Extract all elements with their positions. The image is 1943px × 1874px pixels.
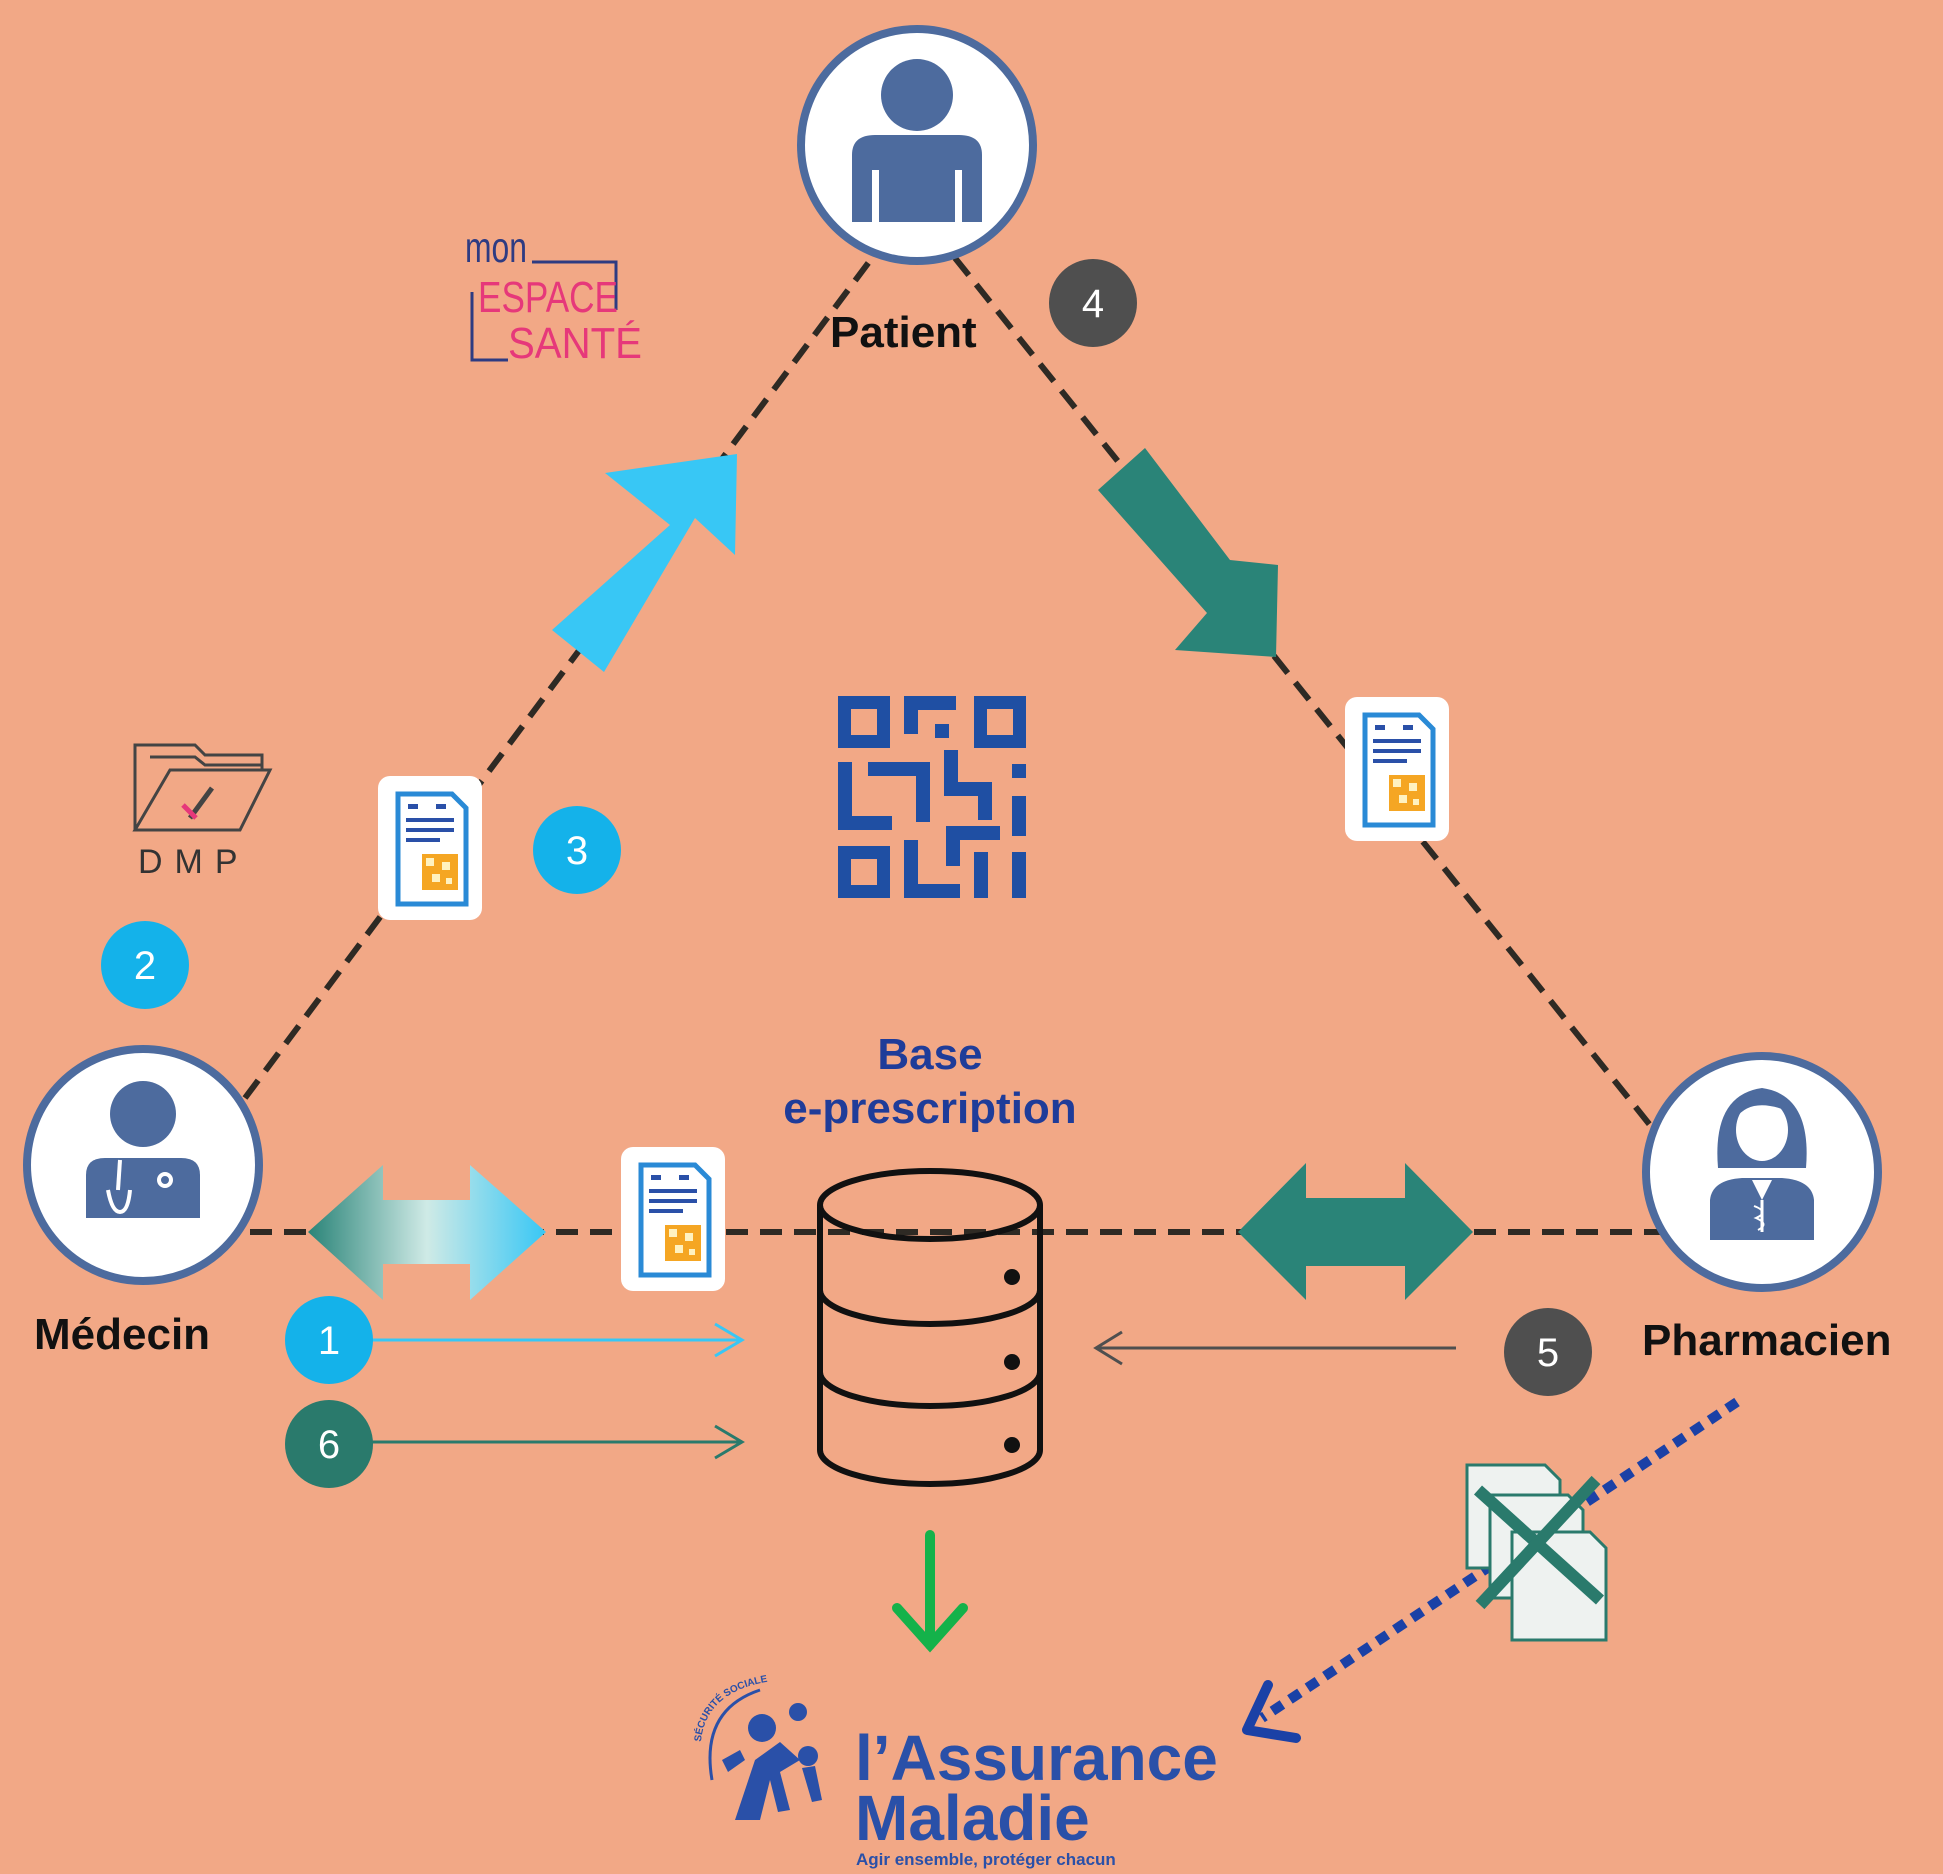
securite-sociale-text: SÉCURITÉ SOCIALE [692,1674,768,1743]
dotted-arrow-pharmacien-to-assurance [1242,1397,1740,1743]
svg-text:SÉCURITÉ SOCIALE: SÉCURITÉ SOCIALE [692,1674,768,1743]
database-label: Base e-prescription [700,1028,1160,1136]
prescription-doc-icon [378,776,482,920]
securite-sociale-emblem [708,1688,822,1820]
mes-line-1: mon [465,224,527,272]
arrow-to-assurance-maladie [892,1530,968,1653]
dmp-label: DMP [138,843,250,881]
mes-line-3: SANTÉ [508,319,642,368]
database-label-line-1: Base [877,1030,983,1079]
securite-sociale-arc-text: SÉCURITÉ SOCIALE [692,1674,768,1743]
arrow-medecin-to-patient [552,454,737,672]
prescription-doc-icon [621,1147,725,1291]
double-arrow-pharmacien-base [1238,1163,1473,1300]
flow-1-arrow [370,1322,745,1358]
mes-line-2: ESPACE [478,273,618,322]
qr-code-icon [838,696,1026,898]
flow-6-arrow [370,1424,745,1460]
dmp-folder-icon [132,743,273,832]
arrow-patient-to-pharmacien [1098,448,1278,657]
pharmacien-label: Pharmacien [1642,1316,1892,1365]
database-icon [817,1168,1043,1487]
assurance-maladie-line-1: l’Assurance [855,1722,1218,1794]
pharmacien-avatar [1642,1052,1882,1292]
patient-avatar [797,25,1037,265]
medecin-avatar [23,1045,263,1285]
link-patient-pharmacien [952,256,1661,1137]
patient-label: Patient [830,308,977,357]
flow-5-arrow [1093,1330,1456,1366]
database-label-line-2: e-prescription [783,1084,1077,1133]
double-arrow-medecin-base [308,1165,546,1300]
assurance-maladie-line-2: Maladie [855,1782,1090,1854]
prescription-doc-icon [1345,697,1449,841]
medecin-label: Médecin [34,1310,211,1359]
mon-espace-sante-logo: mon ESPACE SANTÉ [465,224,642,368]
link-medecin-patient [242,256,875,1100]
crossed-paper-icon [1465,1463,1608,1642]
assurance-maladie-tagline: Agir ensemble, protéger chacun [856,1850,1116,1869]
